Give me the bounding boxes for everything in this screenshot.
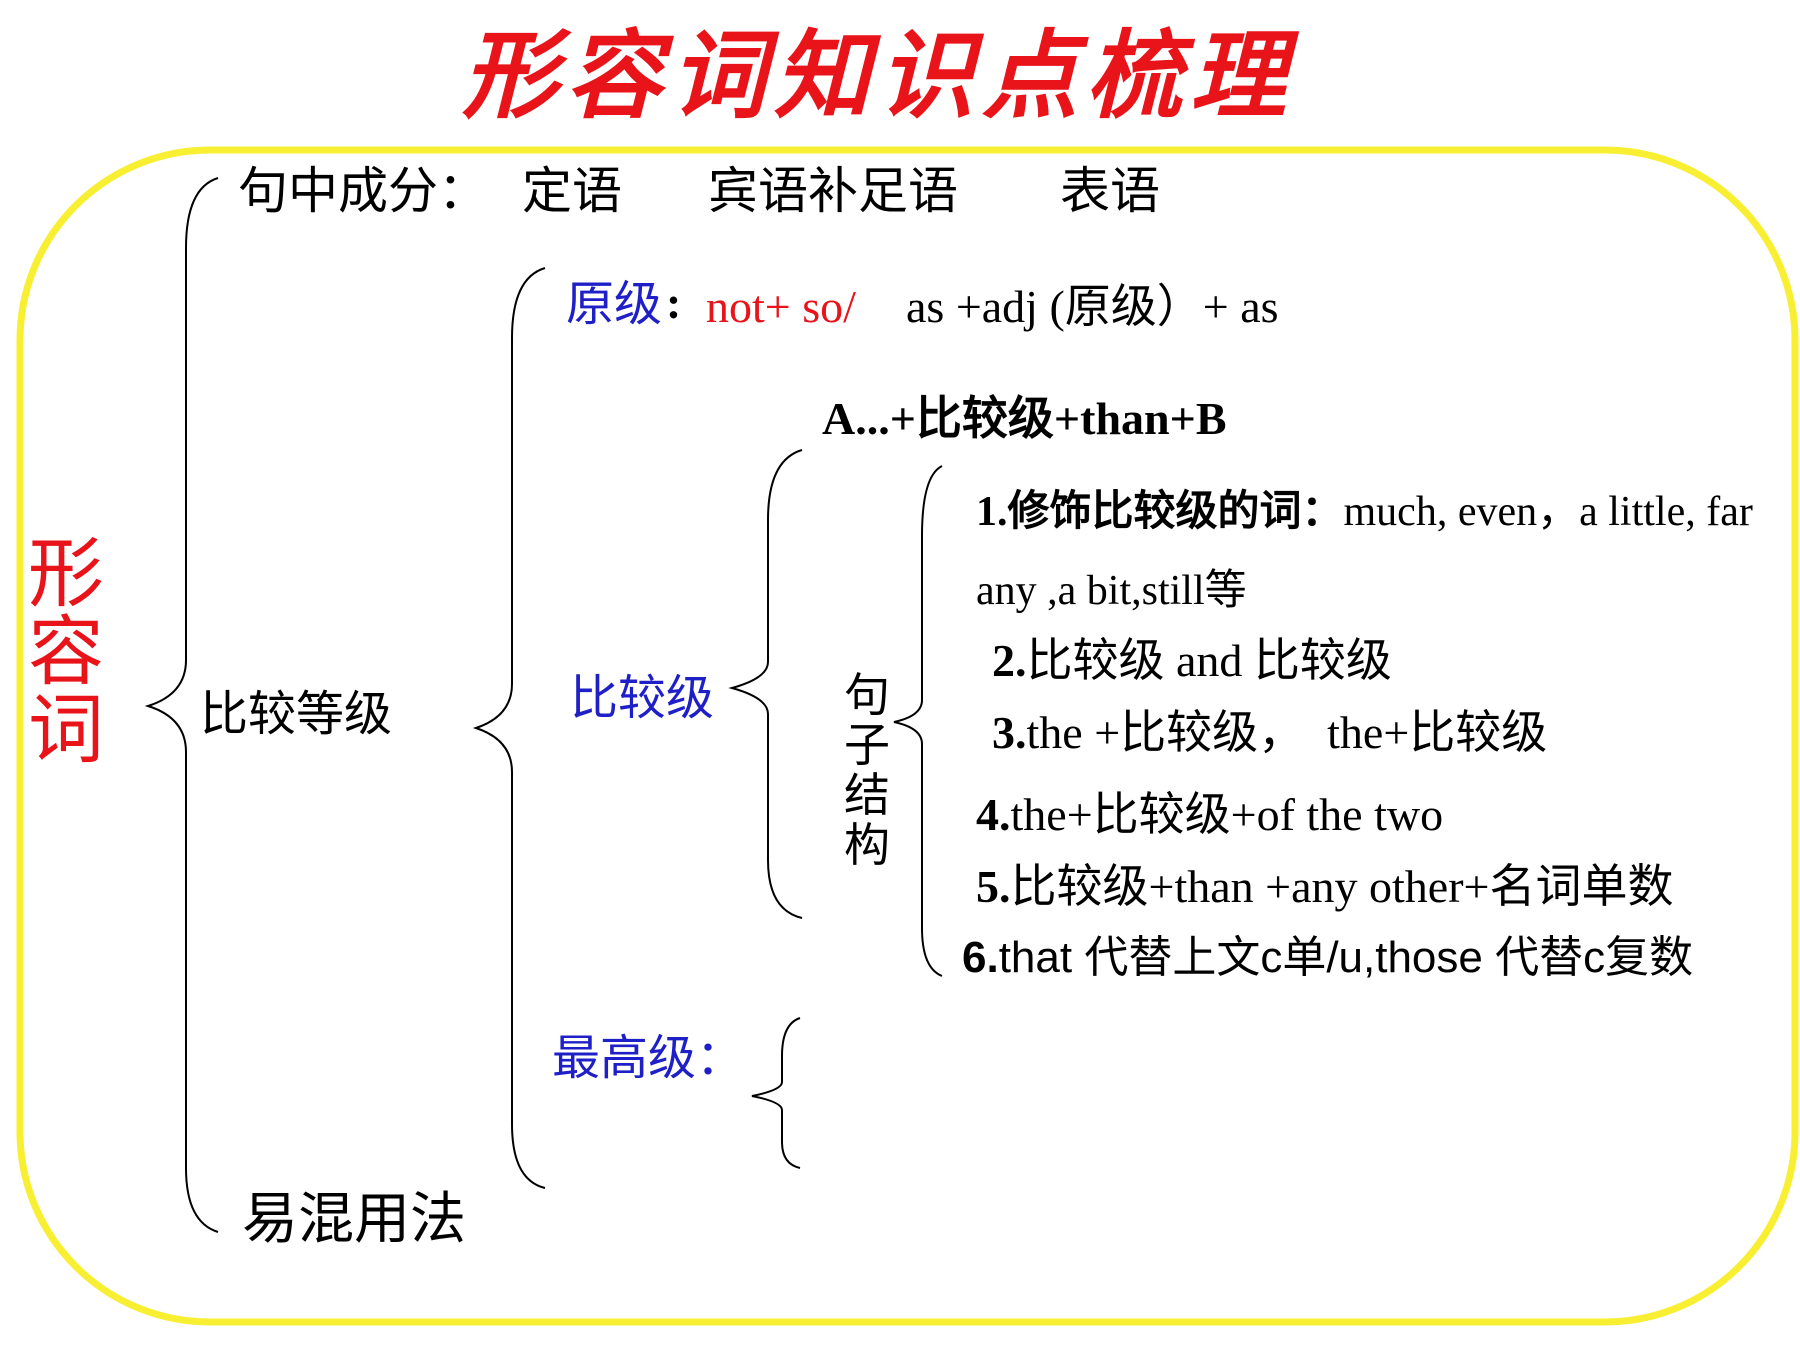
outer-frame <box>16 146 1799 1326</box>
structure-text: 比较级 and 比较级 <box>1026 635 1392 686</box>
brace-superlative <box>751 1017 801 1169</box>
structure-text: the +比较级， the+比较级 <box>1026 707 1548 758</box>
sentence-structures-label: 句子结构 <box>844 668 890 872</box>
brace-comparative <box>728 449 803 919</box>
structure-item-1: 1.修饰比较级的词：much, even，a little, far <box>976 489 1753 535</box>
page-title: 形容词知识点梳理 <box>462 19 1294 132</box>
structure-item-2: 2.比较级 and 比较级 <box>992 638 1392 684</box>
function-object-complement: 宾语补足语 <box>708 162 958 220</box>
comparative-degree-label: 比较级 <box>570 670 715 726</box>
structure-item-5: 5.比较级+than +any other+名词单数 <box>976 864 1673 910</box>
structure-item-3: 3.the +比较级， the+比较级 <box>992 710 1547 756</box>
structure-text: the+比较级+of the two <box>1010 789 1444 840</box>
functions-label: 句中成分： <box>238 162 488 220</box>
positive-pattern: as +adj (原级）+ as <box>906 281 1279 332</box>
structure-number: 3. <box>992 707 1027 758</box>
brace-degrees <box>472 267 546 1189</box>
structure-number: 6. <box>962 933 999 982</box>
root-node-label: 形容词 <box>28 529 104 774</box>
brace-structures <box>893 465 943 977</box>
comparative-basic-pattern: A...+比较级+than+B <box>822 393 1227 444</box>
superlative-degree-label: 最高级： <box>552 1030 745 1086</box>
brace-root <box>144 177 219 1233</box>
function-attributive: 定语 <box>522 162 622 220</box>
structure-number: 5. <box>976 861 1011 912</box>
positive-negation: not+ so/ <box>706 281 856 332</box>
structure-item-4: 4.the+比较级+of the two <box>976 792 1443 838</box>
structure-cn: 修饰比较级的词： <box>1007 486 1344 535</box>
structure-text: much, even，a little, far <box>1343 489 1753 535</box>
structure-number: 1. <box>976 489 1008 535</box>
structure-text: 比较级+than +any other+名词单数 <box>1010 861 1674 912</box>
function-predicative: 表语 <box>1060 162 1160 220</box>
positive-colon: : <box>666 277 682 328</box>
positive-degree-label: 原级 <box>566 276 663 332</box>
structure-item-6: 6.that 代替上文c单/u,those 代替c复数 <box>962 936 1693 980</box>
degrees-label: 比较等级 <box>200 686 393 742</box>
structure-text: that 代替上文c单/u,those 代替c复数 <box>998 933 1694 982</box>
structure-item-1-continued: any ,a bit,still等 <box>976 568 1247 614</box>
structure-number: 2. <box>992 635 1027 686</box>
confusing-usage-label: 易混用法 <box>242 1187 466 1252</box>
structure-number: 4. <box>976 789 1011 840</box>
